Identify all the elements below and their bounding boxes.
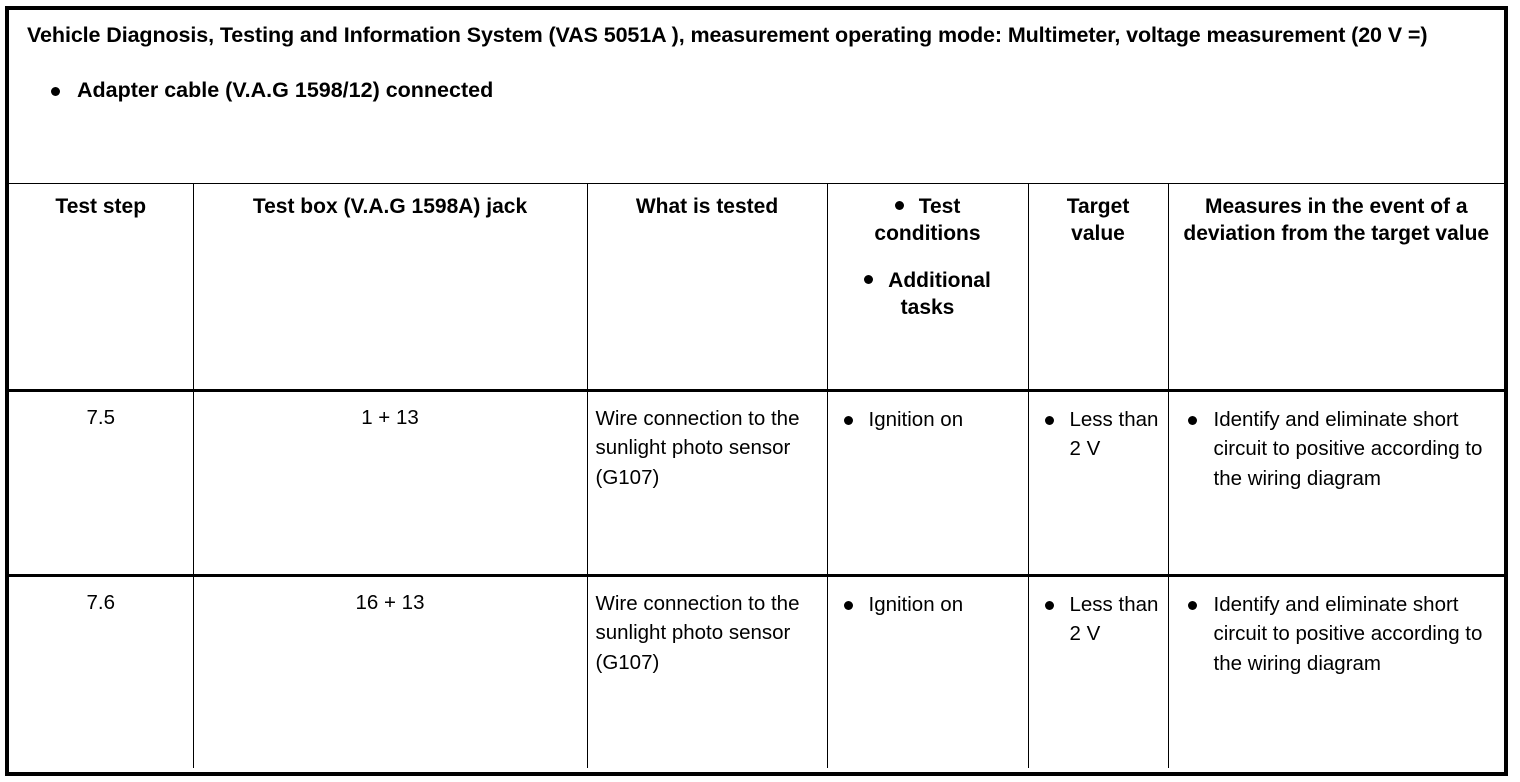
list-item: Test conditions [836,194,1020,248]
list-item: Additional tasks [836,268,1020,322]
cell-what-is-tested: Wire connection to the sunlight photo se… [586,390,827,577]
additional-line-1: Additional [836,268,1020,295]
list-item: Less than 2 V [1037,405,1162,464]
column-header-measures: Measures in the event of a deviation fro… [1167,183,1504,392]
bullet-dot-icon [1187,415,1197,425]
document-frame: Vehicle Diagnosis, Testing and Informati… [5,6,1508,776]
bullet-dot-icon [51,87,60,97]
table-header: Test step Test box (V.A.G 1598A) jack Wh… [9,183,1504,392]
table-body: 7.5 1 + 13 Wire connection to the sunlig… [9,390,1505,768]
test-condition-text: Ignition on [868,408,964,431]
column-header-what-is-tested: What is tested [586,183,827,392]
additional-word-1: Additional [888,268,991,292]
test-step-table: Test step Test box (V.A.G 1598A) jack Wh… [9,183,1504,768]
bullet-dot-icon [864,275,874,285]
target-value-text: Less than 2 V [1069,593,1159,646]
bullet-dot-icon [843,415,853,425]
page-title: Vehicle Diagnosis, Testing and Informati… [27,23,1428,47]
target-value-list: Less than 2 V [1029,577,1168,649]
test-box-jack-value: 16 + 13 [355,591,425,614]
cell-target-value: Less than 2 V [1027,575,1168,768]
column-header-measures-label: Measures in the event of a deviation fro… [1183,195,1490,245]
precondition-list: Adapter cable (V.A.G 1598/12) connected [27,77,1486,105]
measure-text: Identify and eliminate short circuit to … [1213,408,1483,490]
bullet-dot-icon [1187,600,1197,610]
conditions-line-1: Test [836,194,1020,221]
cell-test-conditions: Ignition on [826,390,1028,577]
column-header-test-box-jack-label: Test box (V.A.G 1598A) jack [252,195,528,218]
list-item: Ignition on [836,405,1022,434]
column-header-target-value: Target value [1027,183,1168,392]
test-condition-text: Ignition on [868,593,964,616]
table-row: 7.5 1 + 13 Wire connection to the sunlig… [9,390,1505,577]
bullet-dot-icon [843,600,853,610]
measures-list: Identify and eliminate short circuit to … [1169,392,1505,493]
measures-list: Identify and eliminate short circuit to … [1169,577,1505,678]
cell-test-conditions: Ignition on [826,575,1028,768]
cell-test-box-jack: 1 + 13 [192,390,587,577]
test-conditions-list: Ignition on [828,577,1028,619]
bullet-dot-icon [1044,600,1054,610]
test-conditions-list: Ignition on [828,392,1028,434]
list-item: Identify and eliminate short circuit to … [1177,405,1499,493]
target-value-list: Less than 2 V [1029,392,1168,464]
column-header-what-is-tested-label: What is tested [635,195,779,218]
test-step-value: 7.5 [86,406,116,429]
conditions-line-2: conditions [874,221,981,245]
column-header-conditions-list: Test conditions Additional tasks [828,184,1028,322]
table-header-row: Test step Test box (V.A.G 1598A) jack Wh… [9,183,1504,392]
target-value-text: Less than 2 V [1069,408,1159,461]
bullet-dot-icon [1044,415,1054,425]
column-header-test-step: Test step [9,183,193,392]
conditions-word-1: Test [918,195,961,218]
cell-what-is-tested: Wire connection to the sunlight photo se… [586,575,827,768]
test-box-jack-value: 1 + 13 [361,406,419,429]
what-is-tested-value: Wire connection to the sunlight photo se… [595,592,800,674]
list-item: Identify and eliminate short circuit to … [1177,590,1499,678]
heading-block: Vehicle Diagnosis, Testing and Informati… [9,10,1504,183]
additional-line-2: tasks [900,295,955,319]
what-is-tested-value: Wire connection to the sunlight photo se… [595,407,800,489]
list-item: Adapter cable (V.A.G 1598/12) connected [27,77,1486,105]
list-item: Less than 2 V [1037,590,1162,649]
cell-target-value: Less than 2 V [1027,390,1168,577]
test-step-value: 7.6 [86,591,116,614]
table-row: 7.6 16 + 13 Wire connection to the sunli… [9,575,1505,768]
column-header-test-box-jack: Test box (V.A.G 1598A) jack [192,183,587,392]
column-header-test-conditions: Test conditions Additional tasks [826,183,1028,392]
cell-measures: Identify and eliminate short circuit to … [1167,390,1505,577]
measure-text: Identify and eliminate short circuit to … [1213,593,1483,675]
list-item: Ignition on [836,590,1022,619]
column-header-test-step-label: Test step [55,195,147,218]
cell-test-box-jack: 16 + 13 [192,575,587,768]
column-header-target-value-label: Target value [1066,195,1130,245]
cell-test-step: 7.6 [9,576,193,768]
precondition-text: Adapter cable (V.A.G 1598/12) connected [77,77,494,102]
bullet-dot-icon [894,201,904,211]
cell-test-step: 7.5 [9,390,193,577]
cell-measures: Identify and eliminate short circuit to … [1167,575,1505,768]
